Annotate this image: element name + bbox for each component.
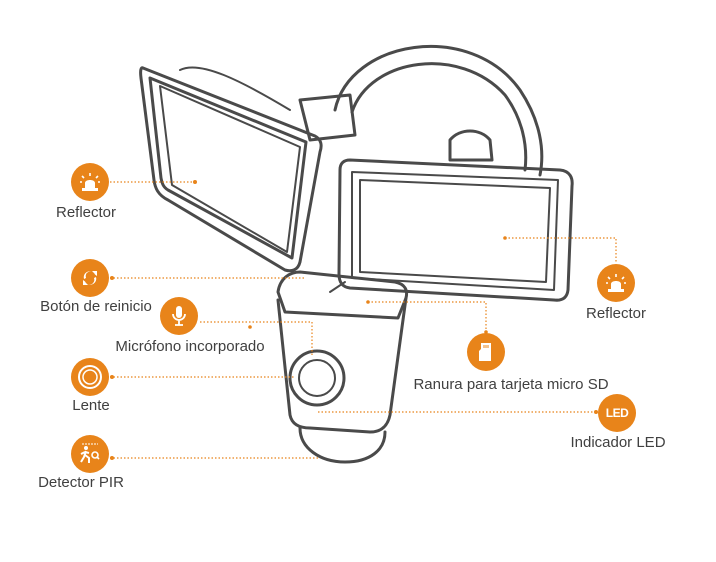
led-icon: LED [598, 394, 636, 432]
siren-icon [71, 163, 109, 201]
siren-icon [597, 264, 635, 302]
reflector-right-label: Reflector [585, 305, 647, 322]
microphone-label: Micrófono incorporado [115, 338, 265, 355]
reflector-left-label: Reflector [55, 204, 117, 221]
lens-icon [71, 358, 109, 396]
pir-sensor [298, 426, 387, 464]
led-label: Indicador LED [570, 434, 666, 451]
reset-button-label: Botón de reinicio [40, 298, 152, 315]
sd-slot-label: Ranura para tarjeta micro SD [413, 376, 609, 393]
motion-sensor-icon [71, 435, 109, 473]
pir-label: Detector PIR [38, 474, 124, 491]
led-icon-text: LED [605, 406, 629, 420]
mount-arm [333, 45, 544, 177]
camera-body [276, 296, 408, 434]
camera-top [276, 270, 409, 320]
left-reflector-panel [139, 66, 323, 273]
right-reflector-panel [337, 158, 574, 302]
sd-card-icon [467, 333, 505, 371]
camera-lens [288, 349, 346, 407]
reset-icon [71, 259, 109, 297]
lens-label: Lente [72, 397, 110, 414]
microphone-icon [160, 297, 198, 335]
hinge [298, 93, 357, 142]
